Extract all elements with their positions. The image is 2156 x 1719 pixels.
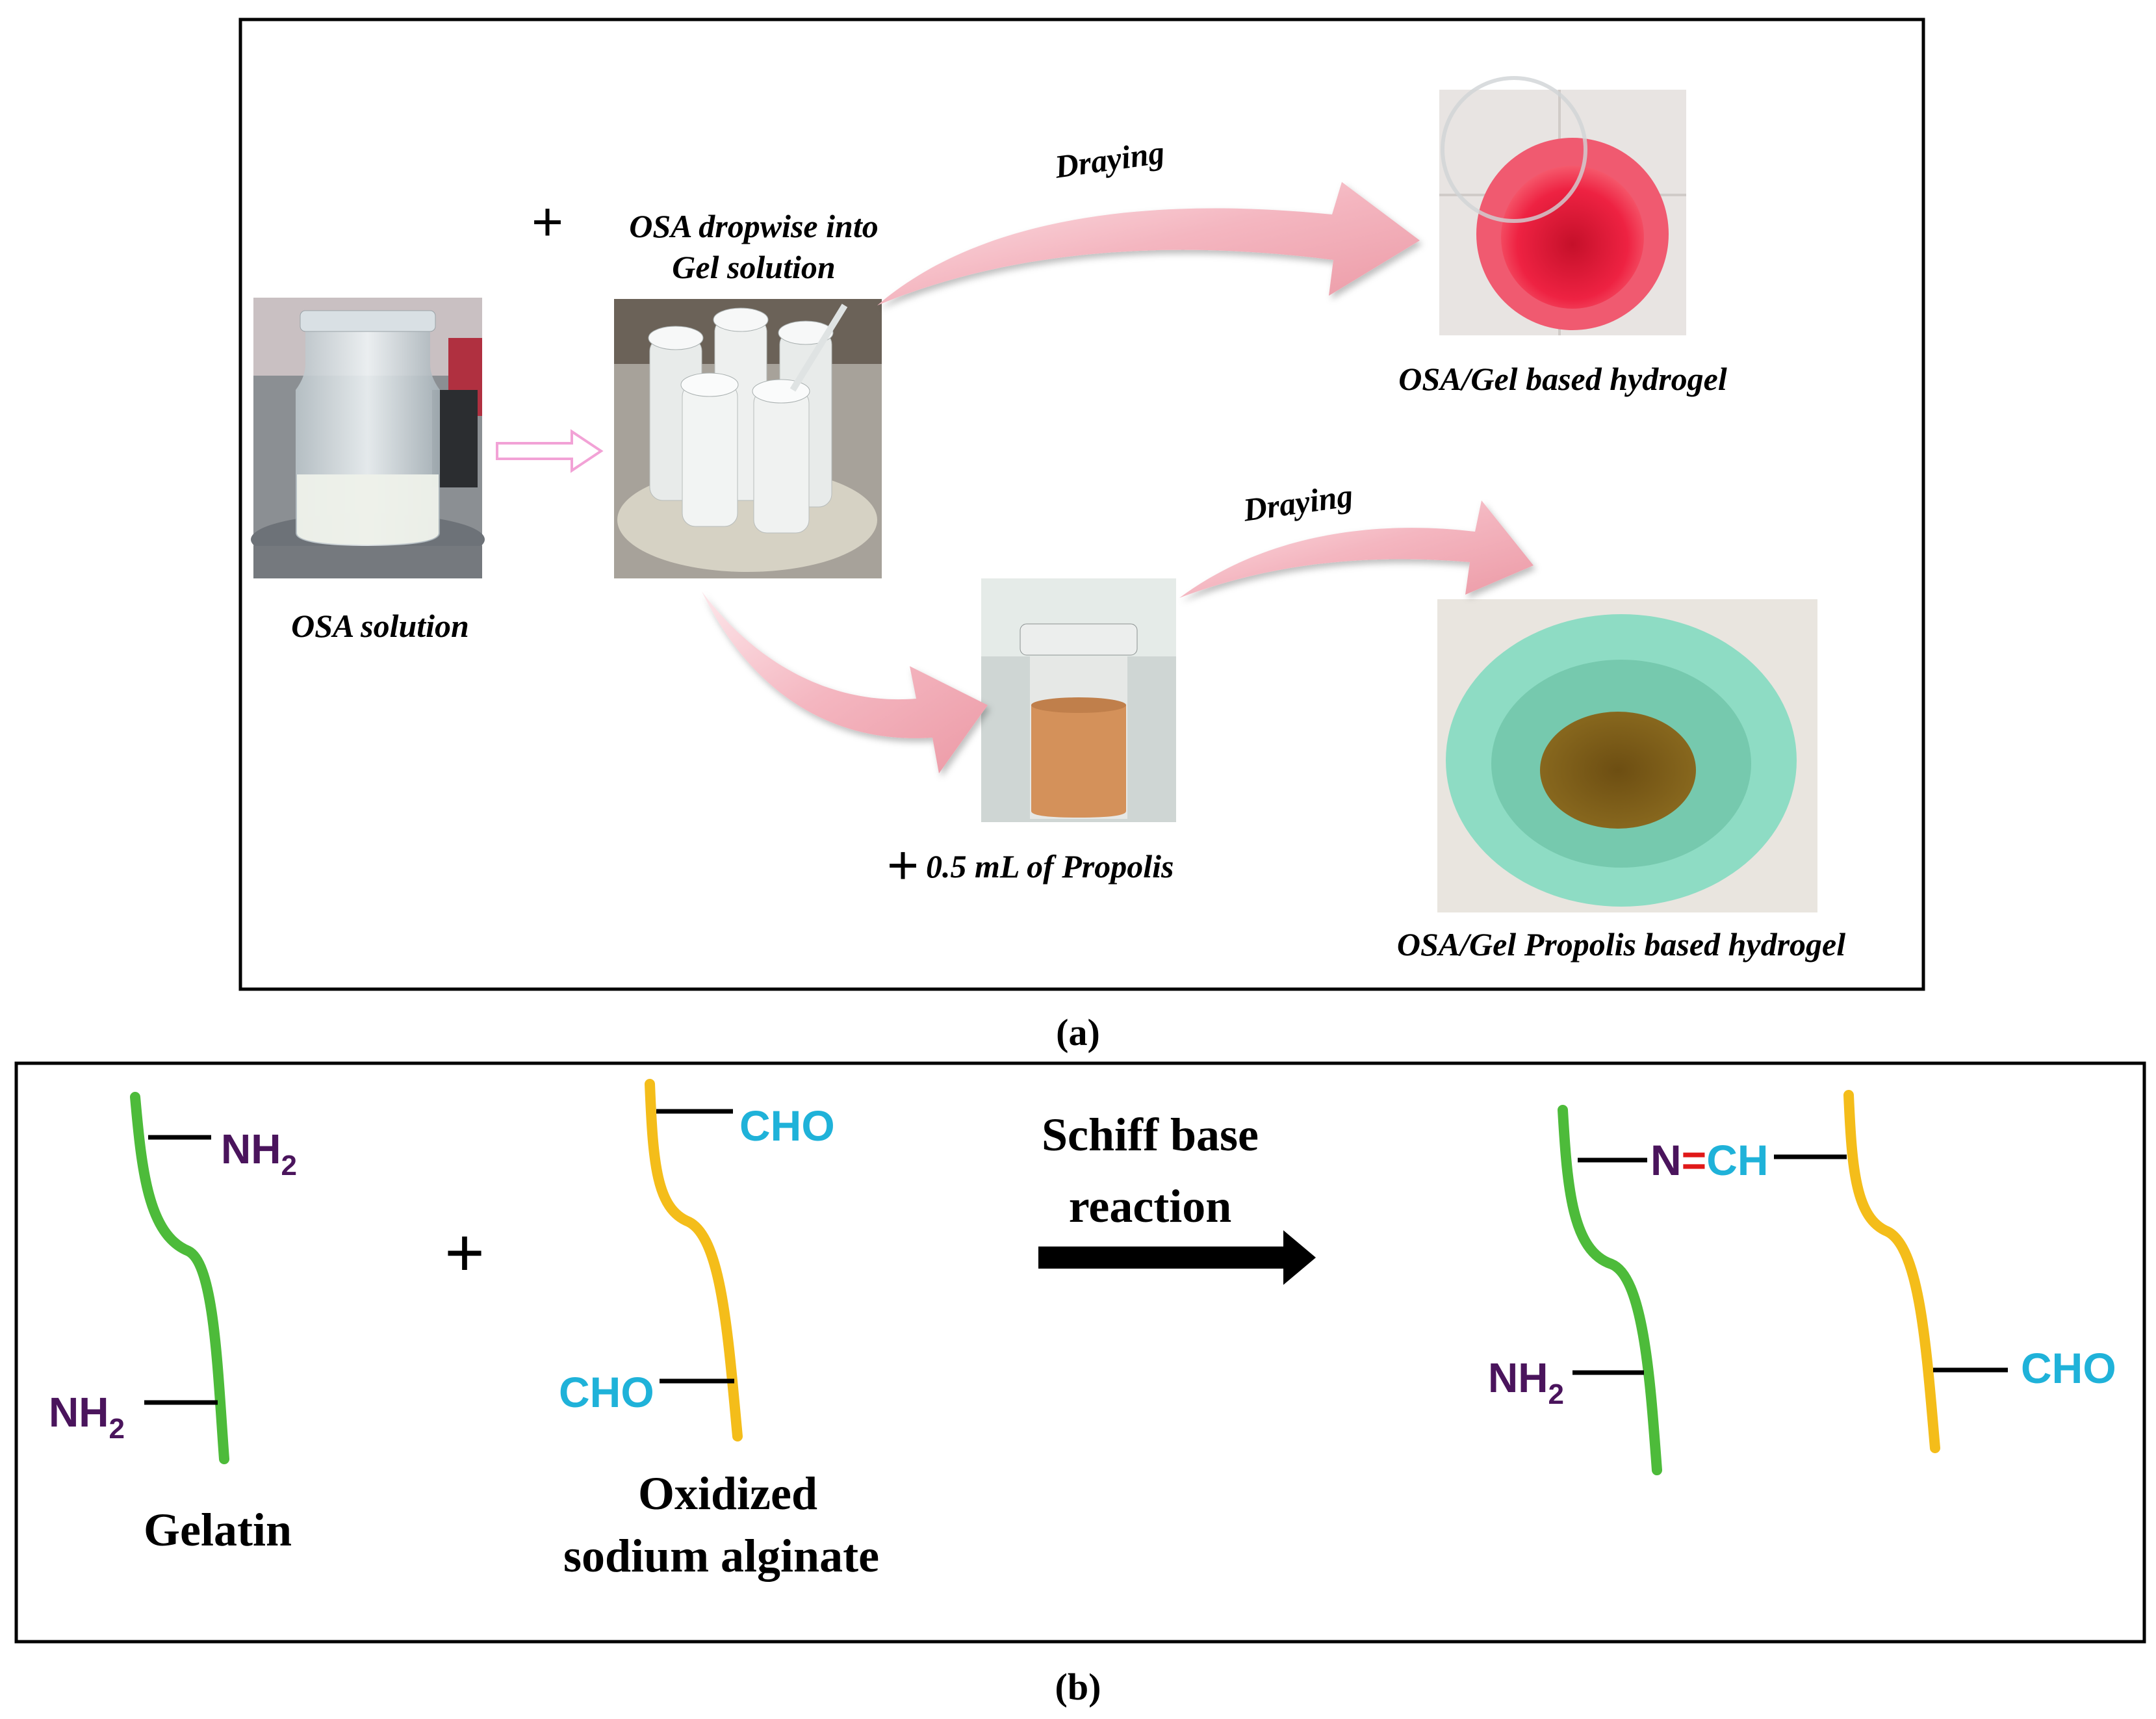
panel-b-frame [14, 1061, 2146, 1644]
propolis-jar-photo [981, 578, 1176, 822]
osa-solution-caption: OSA solution [291, 608, 469, 644]
osa-gel-hydrogel-caption: OSA/Gel based hydrogel [1398, 361, 1727, 397]
product-aldehyde: CHO [2021, 1344, 2116, 1392]
outline-arrow-right [496, 429, 604, 473]
gelatin-chain [130, 1092, 229, 1464]
osa-caption-line2: sodium alginate [563, 1530, 879, 1582]
drying-label-top: Draying [1052, 134, 1167, 185]
alginate-aldehyde-bottom: CHO [559, 1368, 654, 1416]
reaction-arrow [1038, 1230, 1316, 1285]
plus-sign-dropwise: + [532, 191, 563, 252]
plus-sign-propolis: + [887, 834, 919, 896]
product-amine: NH2 [1488, 1354, 1564, 1410]
panel-a-frame [238, 18, 1925, 991]
osa-gel-hydrogel-photo [1439, 76, 1686, 335]
drying-arrow-bottom [1179, 500, 1534, 598]
reaction-label-line1: Schiff base [1042, 1109, 1259, 1161]
alginate-aldehyde-top: CHO [739, 1102, 835, 1150]
drying-arrow-top [877, 182, 1420, 305]
product-imine: N=CH [1650, 1136, 1769, 1184]
product-alginate-chain [1843, 1090, 1940, 1453]
dropwise-caption-line1: OSA dropwise into [629, 208, 878, 244]
dropwise-caption-line2: Gel solution [672, 249, 835, 285]
gelatin-amine-bottom: NH2 [49, 1389, 125, 1445]
gelatin-caption: Gelatin [144, 1504, 292, 1556]
osa-solution-photo [251, 298, 485, 578]
panel-a-label: (a) [1056, 1011, 1100, 1053]
osa-caption-line1: Oxidized [638, 1467, 817, 1519]
drying-label-bottom: Draying [1240, 477, 1355, 528]
panel-b-label: (b) [1055, 1666, 1101, 1708]
propolis-caption: 0.5 mL of Propolis [926, 848, 1174, 885]
osa-gel-propolis-hydrogel-photo [1437, 599, 1817, 912]
gelatin-amine-top: NH2 [221, 1126, 297, 1182]
reaction-label-line2: reaction [1069, 1180, 1232, 1232]
product-gelatin-chain [1558, 1105, 1662, 1475]
plus-sign-reactants: + [444, 1213, 485, 1293]
alginate-chain [645, 1079, 743, 1441]
osa-gel-propolis-hydrogel-caption: OSA/Gel Propolis based hydrogel [1397, 926, 1845, 963]
propolis-arrow [702, 591, 988, 773]
dropwise-photo [614, 299, 882, 578]
